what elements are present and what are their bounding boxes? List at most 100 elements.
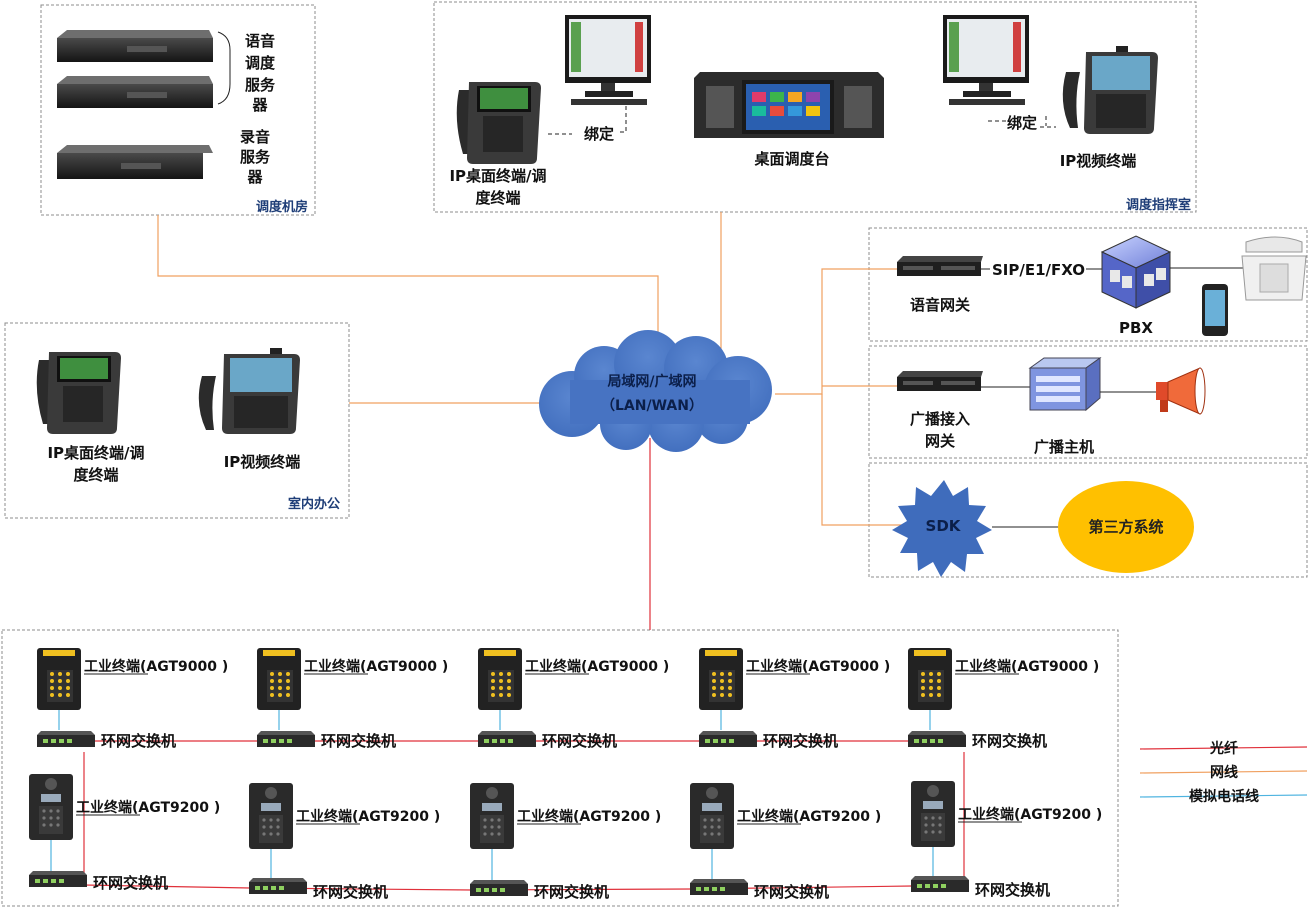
broadcast-host-label: 广播主机 [1034, 438, 1094, 456]
agt9200-phone-2 [249, 783, 293, 849]
voice-server-bottom-image [57, 76, 213, 108]
ring-switch-a4 [699, 731, 757, 747]
agt9200-phone-3 [470, 783, 514, 849]
ring-switch-label-a3: 环网交换机 [542, 732, 617, 750]
record-server-label-2: 服务 [240, 148, 271, 166]
ring-switch-label-a4: 环网交换机 [763, 732, 838, 750]
agt9000-label-4: 工业终端(AGT9000 ) [746, 658, 890, 675]
command-room-box [433, 1, 1197, 213]
ring-switch-a5 [908, 731, 966, 747]
command-left-monitor-image [565, 15, 651, 105]
command-ip-desk-phone-image [456, 82, 541, 164]
agt9000-phone-4 [699, 648, 743, 710]
ring-switch-label-b4: 环网交换机 [754, 883, 829, 901]
agt9200-phone-1 [29, 774, 73, 840]
command-ip-desk-label-2: 度终端 [475, 189, 520, 207]
voice-server-label-4: 器 [251, 96, 268, 114]
office-ip-desk-label-2: 度终端 [73, 466, 118, 484]
field-network-box [1, 629, 1119, 907]
agt9000-label-3: 工业终端(AGT9000 ) [525, 658, 669, 675]
ring-switch-label-b5: 环网交换机 [975, 881, 1050, 899]
lan-wan-cloud: 局域网/广域网 （LAN/WAN） [539, 330, 772, 452]
cloud-label-line2: （LAN/WAN） [601, 398, 703, 414]
ring-switch-label-b2: 环网交换机 [313, 883, 388, 901]
link-dispatch-room [157, 215, 659, 375]
voice-server-top-image [57, 30, 213, 62]
command-right-monitor-image [943, 15, 1029, 105]
broadcast-gateway-label-1: 广播接入 [910, 410, 970, 428]
voice-server-label-1: 语音 [245, 32, 275, 50]
ring-switch-a2 [257, 731, 315, 747]
loudspeaker-icon [1156, 367, 1206, 415]
agt9000-phone-2 [257, 648, 301, 710]
ring-switch-label-a5: 环网交换机 [972, 732, 1047, 750]
third-party-system-shape [1058, 481, 1194, 573]
bind-right-line [988, 116, 1056, 128]
desk-console-label: 桌面调度台 [753, 150, 829, 168]
pbx-label: PBX [1119, 319, 1153, 337]
field-row-b: 工业终端(AGT9200 ) 工业终端(AGT9200 ) 工业终端(AGT92… [29, 774, 1102, 901]
indoor-office-title: 室内办公 [288, 496, 340, 512]
pbx-cube-image [1100, 235, 1172, 309]
broadcast-gateway-image [897, 371, 983, 391]
mobile-phone-image [1202, 284, 1228, 336]
bind-left-label: 绑定 [584, 125, 614, 143]
command-room-title: 调度指挥室 [1126, 197, 1191, 213]
sdk-box [868, 462, 1308, 578]
ring-switch-label-a2: 环网交换机 [321, 732, 396, 750]
office-ip-video-label: IP视频终端 [224, 453, 301, 471]
third-party-label: 第三方系统 [1088, 518, 1163, 536]
dispatch-room-title: 调度机房 [256, 199, 308, 215]
ring-switch-a1 [37, 731, 95, 747]
agt9000-phone-1 [37, 648, 81, 710]
command-ip-desk-label-1: IP桌面终端/调 [449, 167, 546, 185]
agt9000-phone-5 [908, 648, 952, 710]
agt9000-label-2: 工业终端(AGT9000 ) [304, 658, 448, 675]
ring-switch-b3 [470, 880, 528, 896]
link-gateway-trunk [775, 268, 897, 395]
ring-switch-label-b3: 环网交换机 [534, 883, 609, 901]
record-server-label-3: 器 [246, 168, 263, 186]
dispatch-room-box [40, 4, 316, 216]
ring-switch-label-b1: 环网交换机 [93, 874, 168, 892]
record-server-label-1: 录音 [240, 128, 270, 146]
legend-analog-line [1139, 794, 1308, 798]
office-ip-video-phone-image [198, 348, 300, 434]
agt9000-label-1: 工业终端(AGT9000 ) [84, 658, 228, 675]
command-ip-video-label: IP视频终端 [1060, 152, 1137, 170]
legend: 光纤 网线 模拟电话线 [1139, 740, 1308, 805]
protocol-label: SIP/E1/FXO [992, 261, 1085, 279]
agt9000-label-5: 工业终端(AGT9000 ) [955, 658, 1099, 675]
agt9000-phone-3 [478, 648, 522, 710]
indoor-office-box [4, 322, 350, 519]
voice-gateway-image [897, 256, 983, 276]
voice-server-label-2: 调度 [245, 54, 276, 72]
agt9200-label-3: 工业终端(AGT9200 ) [517, 808, 661, 825]
server-group-bracket [217, 31, 231, 105]
office-ip-desk-phone-image [36, 352, 121, 434]
agt9200-label-2: 工业终端(AGT9200 ) [296, 808, 440, 825]
legend-ethernet-label: 网线 [1210, 764, 1238, 781]
desk-console-image [694, 72, 884, 138]
cloud-label-line1: 局域网/广域网 [607, 373, 696, 390]
ring-switch-b5 [911, 876, 969, 892]
legend-fiber-line [1139, 746, 1308, 750]
sdk-starburst-shape [892, 480, 992, 577]
legend-analog-label: 模拟电话线 [1189, 788, 1259, 805]
voice-gateway-box [868, 227, 1308, 342]
field-row-a: 工业终端(AGT9000 ) 工业终端(AGT9000 ) 工业终端(AGT90… [37, 648, 1099, 750]
agt9200-phone-4 [690, 783, 734, 849]
voice-server-label-3: 服务 [245, 76, 276, 94]
ring-switch-b4 [690, 879, 748, 895]
agt9200-label-4: 工业终端(AGT9200 ) [737, 808, 881, 825]
ring-switch-b1 [29, 871, 87, 887]
bind-left-line [548, 106, 627, 135]
command-ip-video-phone-image [1062, 46, 1158, 134]
office-ip-desk-label-1: IP桌面终端/调 [47, 444, 144, 462]
ring-switch-a3 [478, 731, 536, 747]
sdk-label: SDK [926, 517, 962, 535]
ring-switch-b2 [249, 878, 307, 894]
voice-gateway-label: 语音网关 [910, 296, 970, 314]
bind-right-label: 绑定 [1007, 114, 1037, 132]
